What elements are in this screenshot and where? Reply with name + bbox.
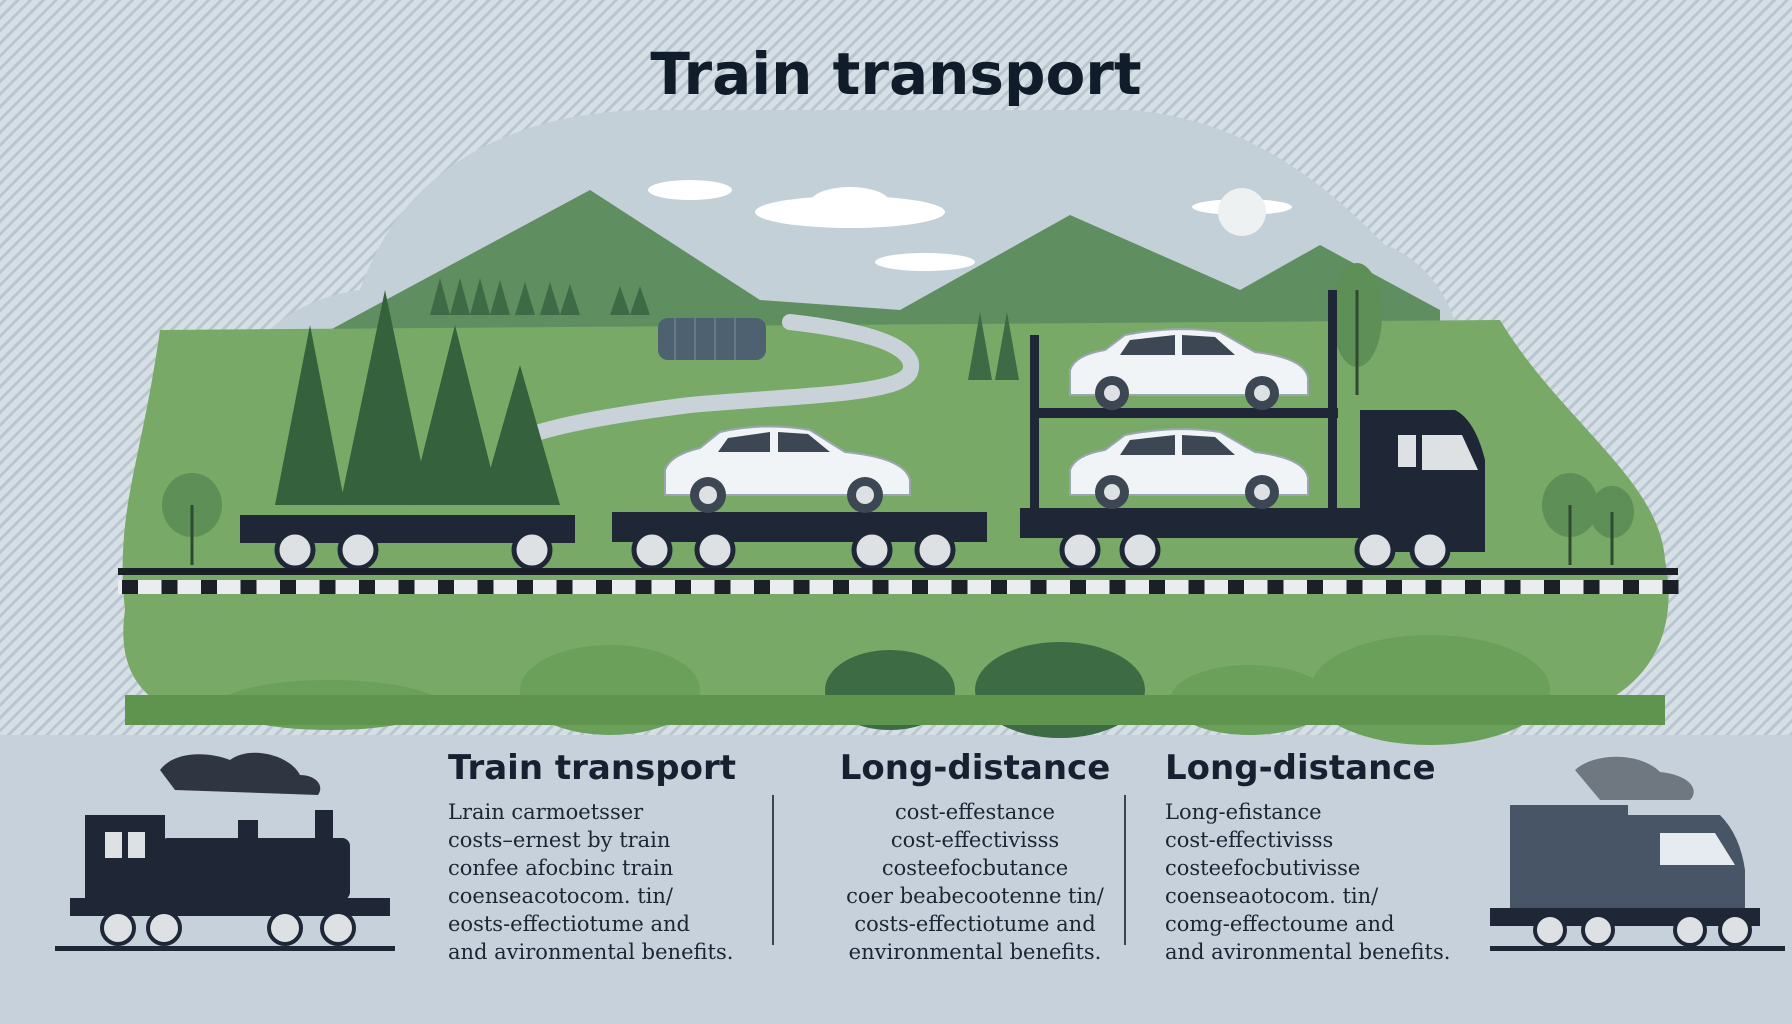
rail-sleeper — [1623, 580, 1639, 594]
car-1 — [664, 425, 911, 513]
pine-trees — [275, 290, 560, 505]
rail-sleeper — [833, 580, 849, 594]
column-line: coenseacotocom. tin/ — [448, 884, 673, 908]
mountains — [330, 190, 1440, 360]
rail-sleeper — [991, 580, 1007, 594]
column-divider — [1124, 795, 1126, 945]
river — [522, 314, 919, 443]
column-line: coenseaotocom. tin/ — [1165, 884, 1379, 908]
rail-sleeper — [1149, 580, 1165, 594]
rail-sleeper — [556, 580, 573, 594]
column-line: eosts-effectiotume and — [448, 912, 690, 936]
foreground-hills — [125, 635, 1665, 745]
rail-sleeper — [1662, 580, 1679, 594]
rail-sleeper — [1228, 580, 1244, 594]
rail-sleeper — [161, 580, 178, 594]
column-line: and avironmental benefits. — [1165, 940, 1451, 964]
column-line: and avironmental benefits. — [448, 940, 734, 964]
flatcar-2 — [612, 512, 987, 571]
distant-trees — [430, 278, 1019, 380]
column-line: cost-effestance — [895, 800, 1055, 824]
tank-object — [658, 318, 766, 360]
rail-sleeper — [477, 580, 494, 594]
rail-sleeper — [359, 580, 375, 594]
rail-sleepers — [122, 580, 1679, 594]
sun — [1218, 188, 1266, 236]
steam-locomotive-icon — [55, 752, 395, 951]
column-train-transport: Train transport Lrain carmoetsser costs–… — [448, 748, 778, 966]
column-line: comg-effectoume and — [1165, 912, 1395, 936]
rail-sleeper — [517, 580, 533, 594]
column-line: Long-efistance — [1165, 800, 1322, 824]
flatcar-1 — [240, 515, 575, 571]
column-line: costs-effectiotume and — [854, 912, 1096, 936]
column-divider — [772, 795, 774, 945]
freight-locomotive-icon — [1490, 756, 1785, 951]
column-line: Lrain carmoetsser — [448, 800, 644, 824]
column-long-distance: Long-distance cost-effestance cost-effec… — [810, 748, 1140, 966]
column-line: cost-effectivisss — [1165, 828, 1334, 852]
car-3 — [1069, 428, 1309, 509]
rail-sleeper — [951, 580, 968, 594]
rail-sleeper — [754, 580, 770, 594]
rail-sleeper — [912, 580, 928, 594]
rail-sleeper — [280, 580, 296, 594]
rail-track — [118, 568, 1678, 594]
column-heading: Train transport — [448, 748, 736, 788]
rail-sleeper — [1504, 580, 1521, 594]
rail-sleeper — [675, 580, 691, 594]
rail-sleeper — [438, 580, 454, 594]
rail-sleeper — [714, 580, 731, 594]
page-title: Train transport — [650, 40, 1142, 108]
rail-sleeper — [1583, 580, 1600, 594]
round-trees — [162, 263, 1634, 565]
column-line: costeefocbutivisse — [1165, 856, 1361, 880]
rail-sleeper — [1386, 580, 1402, 594]
rail-sleeper — [1465, 580, 1481, 594]
rail-sleeper — [122, 580, 138, 594]
rail-sleeper — [793, 580, 810, 594]
rail-sleeper — [1109, 580, 1126, 594]
car-carrier — [1020, 290, 1485, 571]
rail-sleeper — [398, 580, 415, 594]
column-line: confee afocbinc train — [448, 856, 674, 880]
rail-sleeper — [1188, 580, 1205, 594]
rail-sleeper — [1346, 580, 1363, 594]
rail-sleeper — [1307, 580, 1323, 594]
column-line: costs–ernest by train — [448, 828, 671, 852]
car-2 — [1069, 328, 1309, 410]
column-line: costeefocbutance — [881, 856, 1069, 880]
column-heading: Long-distance — [1165, 748, 1436, 788]
rail-sleeper — [1544, 580, 1560, 594]
rail-sleeper — [596, 580, 612, 594]
rail-sleeper — [1030, 580, 1047, 594]
rail-sleeper — [240, 580, 257, 594]
rail-sleeper — [1267, 580, 1284, 594]
rail-sleeper — [1425, 580, 1442, 594]
rail-sleeper — [1070, 580, 1086, 594]
rail-sleeper — [201, 580, 217, 594]
rail-sleeper — [872, 580, 889, 594]
column-line: cost-effectivisss — [890, 828, 1060, 852]
rail-sleeper — [635, 580, 652, 594]
column-line: environmental benefits. — [848, 940, 1102, 964]
column-heading: Long-distance — [839, 748, 1111, 788]
column-line: coer beabecootenne tin/ — [846, 884, 1104, 908]
column-long-distance-2: Long-distance Long-efistance cost-effect… — [1165, 748, 1495, 966]
rail-sleeper — [319, 580, 336, 594]
